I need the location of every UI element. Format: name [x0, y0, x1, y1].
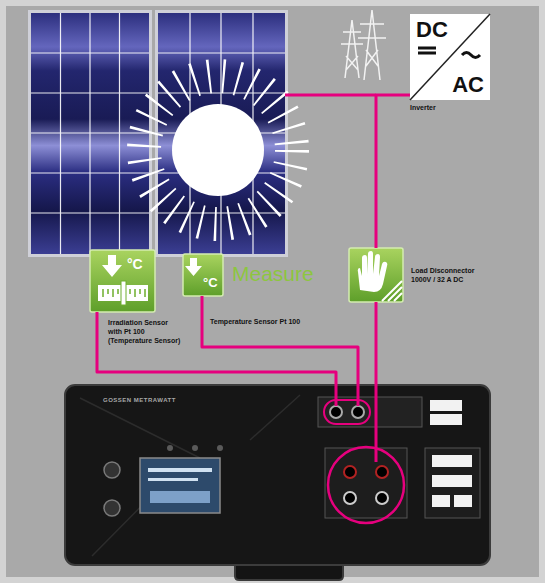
icon-tile — [349, 248, 403, 302]
hazard-stripes — [382, 281, 402, 301]
inverter-box: DCACInverter — [410, 14, 490, 100]
sensor-input-panel — [318, 397, 422, 427]
panel-label-plate — [454, 495, 472, 507]
load-disconnector-symbol — [349, 248, 403, 302]
sensor-element — [121, 281, 126, 305]
panel-grid — [31, 13, 149, 254]
display-bar — [150, 491, 210, 503]
wire-connector — [202, 296, 358, 385]
side-panel — [425, 448, 480, 518]
hand-symbol — [358, 251, 388, 292]
sun-rays — [144, 76, 292, 224]
input-socket — [330, 406, 342, 418]
background-panel — [6, 6, 539, 577]
input-socket — [352, 406, 364, 418]
pylon-lattice — [358, 10, 386, 80]
indicator-led — [167, 445, 173, 451]
highlight-ring — [328, 447, 404, 523]
panel-label-plate — [430, 414, 462, 425]
panel-cells — [158, 13, 285, 254]
irradiation-arrow — [102, 255, 122, 277]
inverter-diagonal — [410, 14, 490, 100]
panel-frame — [28, 10, 152, 257]
panel-label-plate — [432, 475, 472, 487]
panel-frame — [155, 10, 288, 257]
input-socket — [344, 466, 356, 478]
pylon-lattice — [341, 20, 363, 78]
control-knob — [104, 500, 120, 516]
inverter-symbol — [410, 14, 490, 100]
test-instrument — [65, 385, 490, 580]
instrument-case — [65, 385, 490, 565]
control-knob — [104, 462, 120, 478]
inverter-face — [410, 14, 490, 100]
caption-word: Measure — [232, 262, 314, 286]
input-socket — [376, 492, 388, 504]
symbol-text: AC — [452, 72, 484, 97]
sun-disc — [172, 104, 264, 196]
panel-label-plate — [432, 495, 450, 507]
unit-symbol: °C — [127, 256, 143, 272]
panel-label-plate — [430, 400, 462, 411]
symbol-text: DC — [416, 17, 448, 42]
display-bar — [148, 468, 212, 472]
input-socket — [344, 492, 356, 504]
unit-symbol: °C — [203, 276, 218, 291]
panel-label-plate — [432, 455, 472, 467]
dc-sign — [418, 48, 436, 53]
component-label: Load Disconnector 1000V / 32 A DC — [411, 266, 491, 284]
panel-wire — [285, 94, 376, 97]
power-pylon — [341, 10, 386, 80]
irradiation-sensor-symbol — [90, 250, 155, 312]
test-instrument-case: GOSSEN METRAWATT — [65, 385, 490, 565]
load-disconnector-icon: Load Disconnector 1000V / 32 A DC — [349, 248, 403, 302]
ac-sign — [462, 53, 480, 58]
wire-connector — [376, 95, 410, 248]
component-label: Irradiation Sensor with Pt 100 (Temperat… — [108, 318, 181, 345]
icon-tile — [183, 254, 223, 296]
wire-connector — [375, 302, 378, 385]
panel-grid — [158, 13, 285, 254]
irradiation-sensor-icon: °CIrradiation Sensor with Pt 100 (Temper… — [90, 250, 155, 312]
panel-cells — [31, 13, 149, 254]
display-bar — [148, 478, 198, 481]
icon-tile — [90, 250, 155, 312]
socket-wire — [336, 385, 376, 462]
brand-label: GOSSEN METRAWATT — [103, 397, 176, 404]
case-decor — [80, 395, 300, 556]
temperature-arrow — [185, 258, 202, 276]
indicator-led — [217, 445, 223, 451]
indicator-led — [192, 445, 198, 451]
component-label: Inverter — [410, 104, 436, 112]
temperature-sensor-symbol — [183, 254, 223, 296]
display-screen — [140, 458, 220, 513]
input-socket — [376, 466, 388, 478]
component-label: Temperature Sensor Pt 100 — [210, 318, 300, 326]
highlight-ring — [324, 400, 370, 424]
temperature-sensor-icon: °CTemperature Sensor Pt 100 — [183, 254, 223, 296]
sun-symbol — [144, 76, 292, 224]
